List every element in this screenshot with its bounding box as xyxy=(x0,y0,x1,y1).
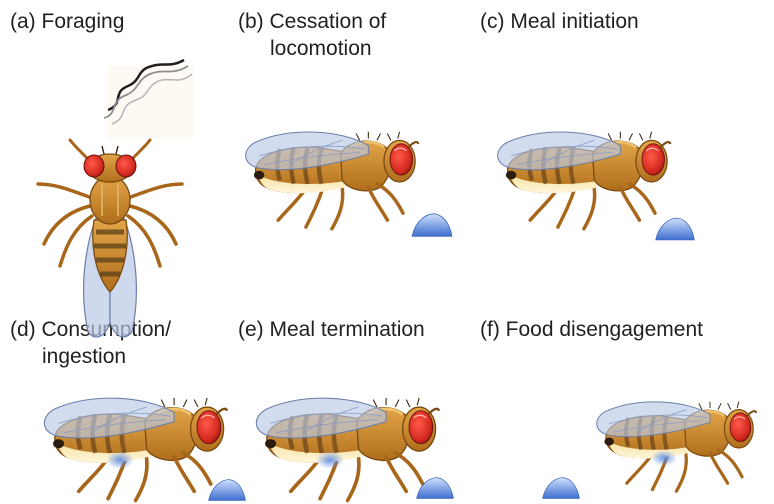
odor-plume-icon xyxy=(104,60,194,138)
food-droplet-icon xyxy=(656,218,695,240)
fly-side-view-icon xyxy=(597,402,757,492)
food-droplet-icon xyxy=(209,480,246,501)
fly-side-view-icon xyxy=(498,132,671,229)
food-droplet-icon xyxy=(412,214,452,237)
fly-top-view-icon xyxy=(38,140,182,337)
fly-side-view-icon xyxy=(246,132,419,229)
fly-side-view-icon xyxy=(256,398,439,501)
food-droplet-icon xyxy=(543,478,580,499)
fly-side-view-icon xyxy=(44,398,227,501)
